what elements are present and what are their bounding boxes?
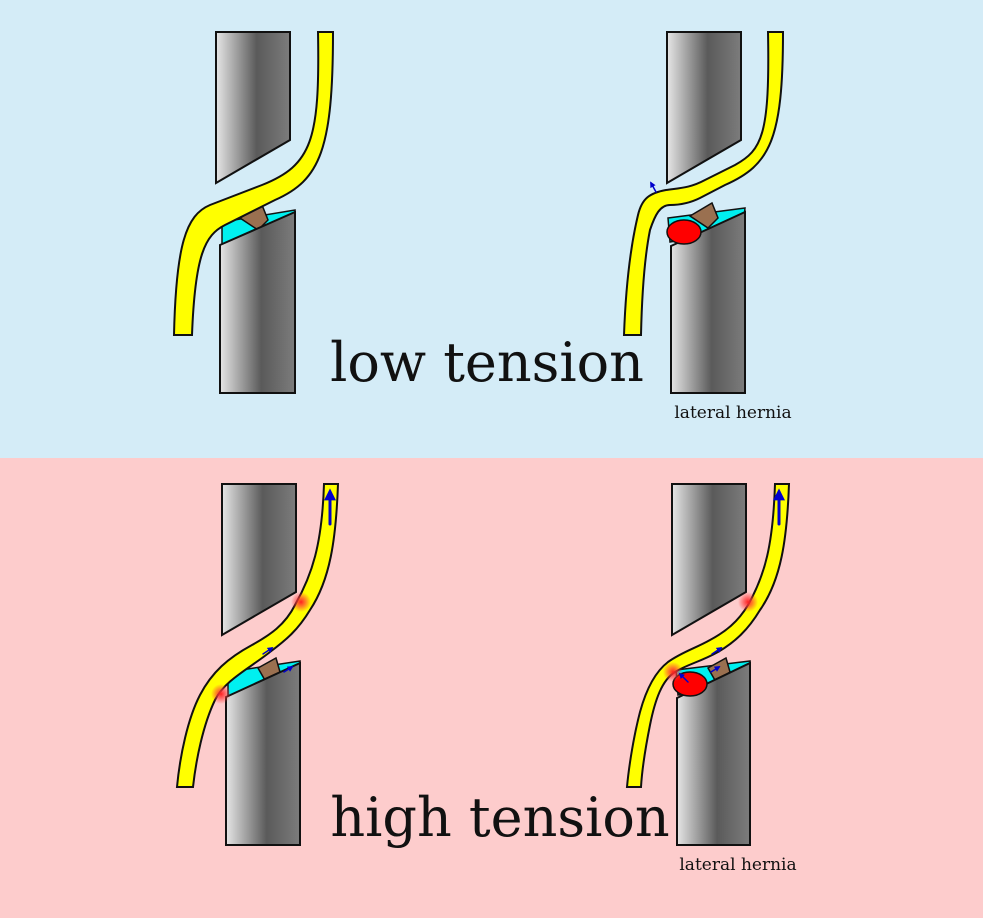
nerve-root: [172, 31, 335, 336]
low-tension-normal-figure: [172, 31, 335, 394]
upper-vertebra: [215, 31, 291, 185]
low-tension-label: low tension: [330, 331, 644, 394]
bottom-panel-background: [0, 458, 983, 918]
lower-vertebra: [219, 210, 296, 394]
stress-point: [663, 662, 683, 682]
tension-arrow: [262, 647, 274, 655]
stress-point: [211, 684, 231, 704]
low-tension-hernia-figure: [622, 31, 785, 394]
tension-arrow: [283, 666, 294, 673]
stress-point: [738, 592, 758, 612]
lateral-hernia-label-bottom: lateral hernia: [679, 855, 796, 875]
displacement-arrow: [650, 181, 657, 193]
compression-arrow: [678, 672, 689, 683]
upper-vertebra: [671, 483, 747, 637]
tension-arrow: [711, 647, 723, 655]
lower-vertebra: [676, 661, 751, 846]
ligament: [688, 201, 719, 229]
lower-vertebra: [225, 661, 301, 846]
nerve-root: [175, 483, 340, 788]
nerve-root: [625, 483, 791, 788]
lower-vertebra: [670, 210, 746, 394]
high-tension-hernia-figure: [625, 483, 791, 846]
upper-vertebra: [221, 483, 297, 637]
upper-vertebra: [666, 31, 742, 185]
high-tension-label: high tension: [330, 786, 669, 849]
stress-point: [291, 592, 311, 612]
disc-hernia: [666, 219, 702, 245]
lateral-hernia-label-top: lateral hernia: [674, 403, 791, 423]
top-panel-background: [0, 0, 983, 458]
tension-arrow: [710, 666, 721, 673]
high-tension-normal-figure: [175, 483, 340, 846]
nerve-root: [622, 31, 785, 336]
